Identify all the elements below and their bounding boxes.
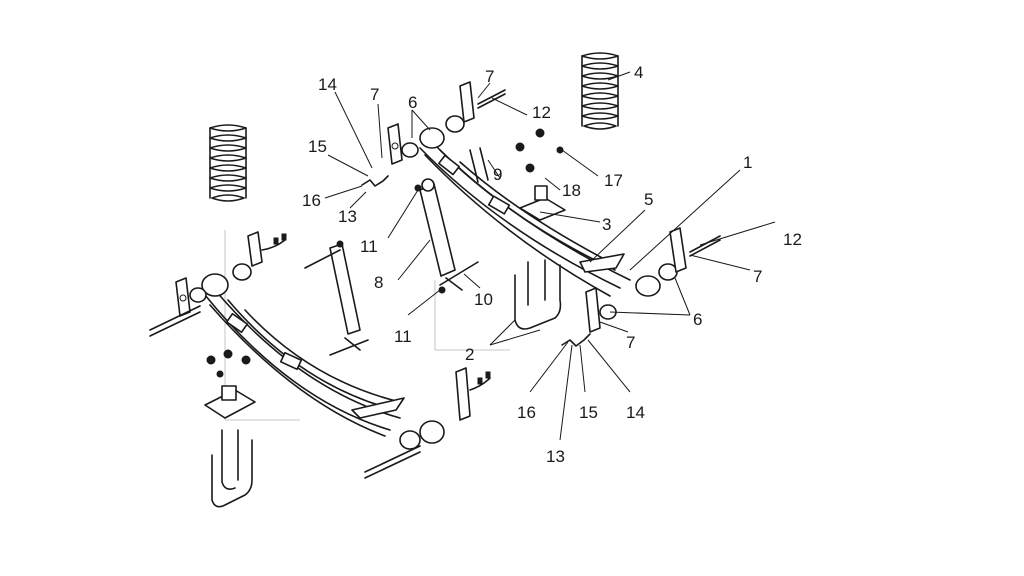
right-leaf-spring <box>419 139 631 297</box>
left-leaf-spring <box>204 289 405 437</box>
right-leaf-front-eye <box>401 115 465 158</box>
left-front-hanger-bracket <box>149 277 201 337</box>
callout-6-right: 6 <box>693 310 702 329</box>
left-rear-shackle <box>455 367 491 421</box>
left-leaf-rear-eye <box>364 420 445 479</box>
callout-7-top-left: 7 <box>370 85 379 104</box>
right-shock-absorber <box>414 178 479 294</box>
right-front-hanger-bracket <box>387 81 506 165</box>
callout-10: 10 <box>474 290 493 309</box>
callout-6-top: 6 <box>408 93 417 112</box>
callout-7-top-right: 7 <box>485 67 494 86</box>
callout-1: 1 <box>743 153 752 172</box>
callout-16-bottom: 16 <box>517 403 536 422</box>
callout-11-upper: 11 <box>360 237 378 256</box>
callout-13-bottom: 13 <box>546 447 565 466</box>
left-coil-spring <box>209 124 247 202</box>
callout-7-bottom: 7 <box>626 333 635 352</box>
callout-12-top: 12 <box>532 103 551 122</box>
callout-18: 18 <box>562 181 581 200</box>
callout-15-left: 15 <box>308 137 327 156</box>
callout-3: 3 <box>602 215 611 234</box>
right-rear-shackle <box>669 227 721 273</box>
callout-13-left: 13 <box>338 207 357 226</box>
right-u-bolts <box>514 259 562 330</box>
callout-labels: 1 2 3 4 5 6 6 7 7 7 7 8 9 10 11 11 12 12… <box>302 63 802 466</box>
callout-17: 17 <box>604 171 623 190</box>
callout-14-top: 14 <box>318 75 337 94</box>
left-leaf-front-eye <box>189 263 252 303</box>
right-coil-spring <box>581 52 619 130</box>
callout-12-right: 12 <box>783 230 802 249</box>
left-u-bolts <box>211 429 253 508</box>
callout-14-bottom: 14 <box>626 403 645 422</box>
leader-lines <box>324 71 776 441</box>
left-axle-plate <box>204 349 256 419</box>
callout-2: 2 <box>465 345 474 364</box>
callout-11-lower: 11 <box>394 327 412 346</box>
callout-4: 4 <box>634 63 643 82</box>
callout-8: 8 <box>374 273 383 292</box>
left-top-hanger-bracket <box>247 231 287 267</box>
callout-15-bottom: 15 <box>579 403 598 422</box>
right-shackle-springs <box>361 175 591 347</box>
callout-5: 5 <box>644 190 653 209</box>
right-leaf-rear-eye <box>585 263 678 333</box>
left-shock-absorber <box>304 240 369 356</box>
callout-9: 9 <box>493 165 502 184</box>
callout-7-right: 7 <box>753 267 762 286</box>
callout-16-left: 16 <box>302 191 321 210</box>
